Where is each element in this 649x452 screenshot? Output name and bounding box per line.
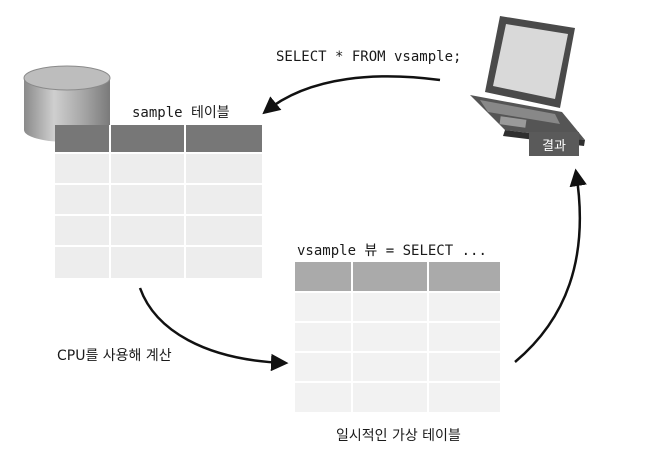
result-badge: 결과	[529, 132, 579, 156]
cpu-arrow	[138, 287, 289, 372]
query-arrow	[262, 75, 441, 115]
laptop-icon	[470, 16, 585, 146]
sample-table	[55, 125, 262, 278]
result-arrow	[514, 168, 587, 363]
temp-table-label: 일시적인 가상 테이블	[336, 428, 461, 444]
temp-table	[295, 262, 500, 412]
sample-table-label: sample 테이블	[132, 105, 230, 121]
cpu-label: CPU를 사용해 계산	[57, 348, 172, 364]
query-label: SELECT * FROM vsample;	[276, 49, 462, 65]
view-label: vsample 뷰 = SELECT ...	[297, 243, 487, 259]
